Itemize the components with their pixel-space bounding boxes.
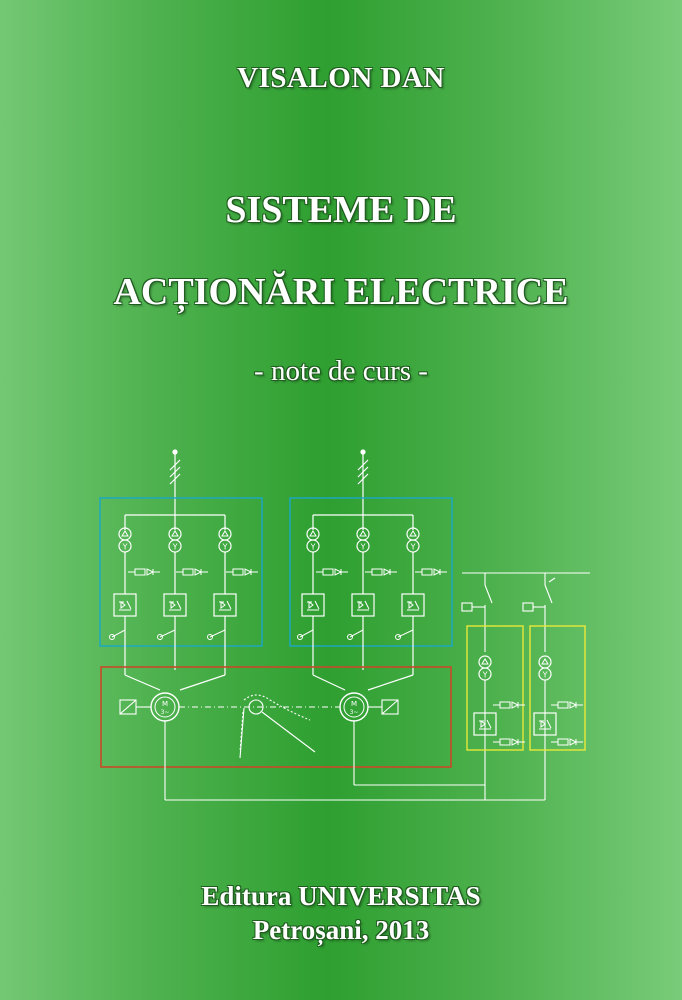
subtitle: - note de curs - <box>254 355 428 387</box>
title-line-1: SISTEME DE <box>225 189 457 231</box>
title-line-2: ACȚIONĂRI ELECTRICE <box>113 271 569 313</box>
publisher: Editura UNIVERSITAS <box>201 881 481 911</box>
converter-group-left <box>124 449 226 530</box>
author-name: VISALON DAN <box>237 62 445 94</box>
place-year: Petroșani, 2013 <box>252 915 430 945</box>
electrical-schematic: Y M 3~ <box>99 449 590 801</box>
